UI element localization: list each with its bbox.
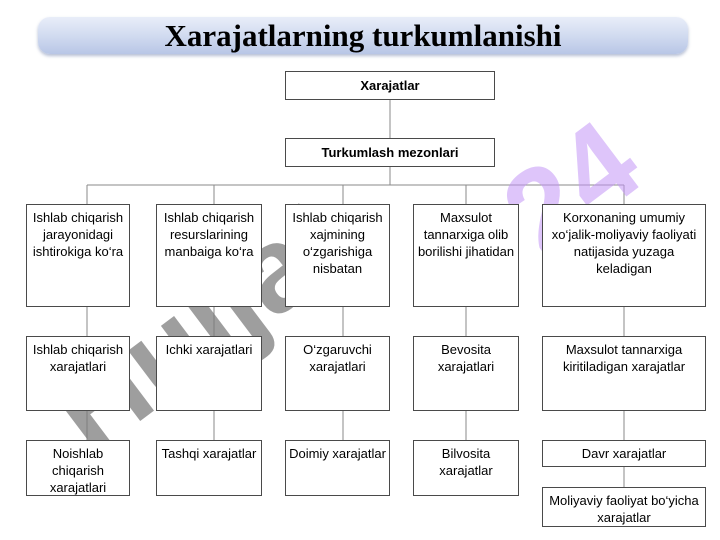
item-col4-row1: Bevosita xarajatlari	[413, 336, 519, 411]
item-col3-row1: O‘zgaruvchi xarajatlari	[285, 336, 390, 411]
criterion-col1: Ishlab chiqarish jarayonidagi ishtirokig…	[26, 204, 130, 307]
root-node: Xarajatlar	[285, 71, 495, 100]
page-title: Xarajatlarning turkumlanishi	[164, 17, 562, 53]
item-col3-row2: Doimiy xarajatlar	[285, 440, 390, 496]
criterion-col5: Korxonaning umumiy xo‘jalik-moliyaviy fa…	[542, 204, 706, 307]
title-banner: Xarajatlarning turkumlanishi	[38, 17, 688, 54]
item-col2-row1: Ichki xarajatlari	[156, 336, 262, 411]
criterion-col3: Ishlab chiqarish xajmining o‘zgarishiga …	[285, 204, 390, 307]
item-col2-row2: Tashqi xarajatlar	[156, 440, 262, 496]
item-col4-row2: Bilvosita xarajatlar	[413, 440, 519, 496]
criteria-node: Turkumlash mezonlari	[285, 138, 495, 167]
criterion-col4: Maxsulot tannarxiga olib borilishi jihat…	[413, 204, 519, 307]
item-col5-row1: Maxsulot tannarxiga kiritiladigan xaraja…	[542, 336, 706, 411]
item-col5-row3: Moliyaviy faoliyat bo‘yicha xarajatlar	[542, 487, 706, 527]
item-col5-row2: Davr xarajatlar	[542, 440, 706, 467]
item-col1-row2: Noishlab chiqarish xarajatlari	[26, 440, 130, 496]
criterion-col2: Ishlab chiqarish resurslarining manbaiga…	[156, 204, 262, 307]
item-col1-row1: Ishlab chiqarish xarajatlari	[26, 336, 130, 411]
